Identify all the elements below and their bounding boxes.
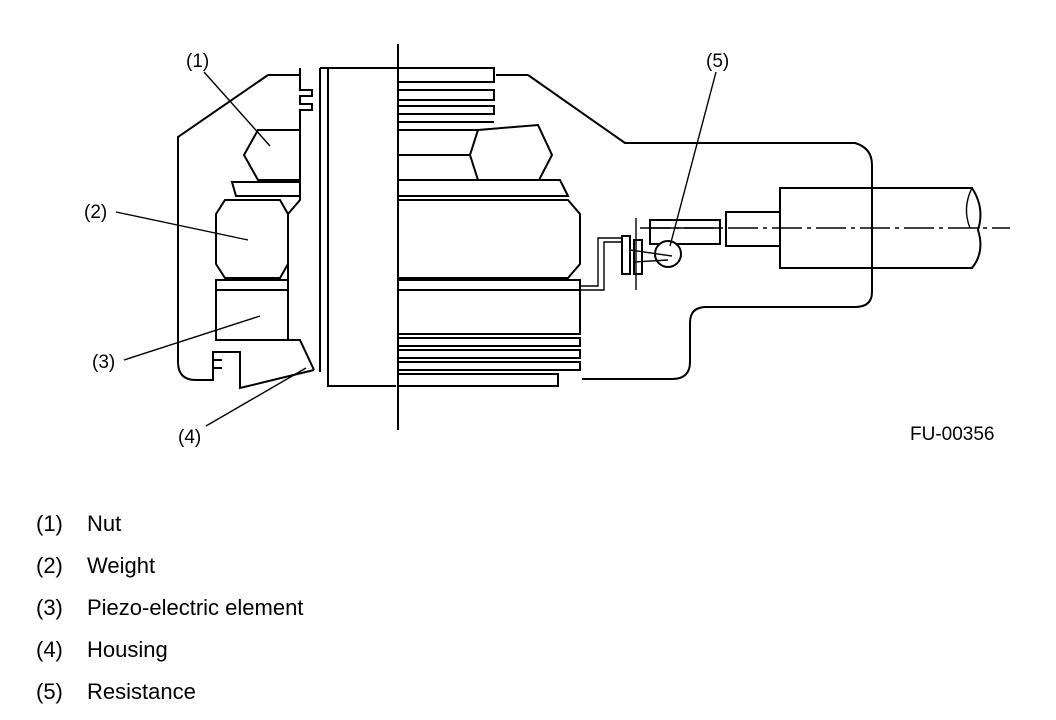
nut-left [242,129,301,181]
callout-leaders [115,71,717,427]
callout-1: (1) [186,51,209,72]
legend-num: (2) [36,553,63,578]
legend-num: (3) [36,595,63,620]
knock-sensor-diagram: (1) (2) (3) (4) (5) FU-00356 [84,44,1010,448]
left-thread-notches [213,351,222,369]
callout-2: (2) [84,202,107,223]
legend-item: (2) Weight [36,548,303,590]
weight-left [215,199,289,279]
legend-item: (1) Nut [36,506,303,548]
callout-4: (4) [178,427,201,448]
legend-label: Housing [87,637,168,662]
legend-num: (5) [36,679,63,704]
washer-left [230,181,301,197]
legend-label: Piezo-electric element [87,595,304,620]
piezo-right [397,279,581,335]
legend-list: (1) Nut (2) Weight (3) Piezo-electric el… [36,506,303,716]
legend-item: (5) Resistance [36,674,303,716]
center-stud [320,67,396,387]
lead-wire [580,237,626,291]
weight-right [397,199,581,279]
callout-5: (5) [706,51,729,72]
legend-num: (4) [36,637,63,662]
resistance [621,218,721,290]
legend-item: (4) Housing [36,632,303,674]
inner-wall [287,68,315,371]
bottom-threads [397,337,581,387]
legend-label: Resistance [87,679,196,704]
top-threads [397,67,495,123]
callout-3: (3) [92,352,115,373]
legend-item: (3) Piezo-electric element [36,590,303,632]
nut-chamfer [398,129,470,156]
figure-code: FU-00356 [910,424,995,445]
legend-num: (1) [36,511,63,536]
washer-right [397,179,570,197]
legend-label: Weight [87,553,156,578]
nut-right-hex [468,123,554,184]
legend-label: Nut [87,511,122,536]
